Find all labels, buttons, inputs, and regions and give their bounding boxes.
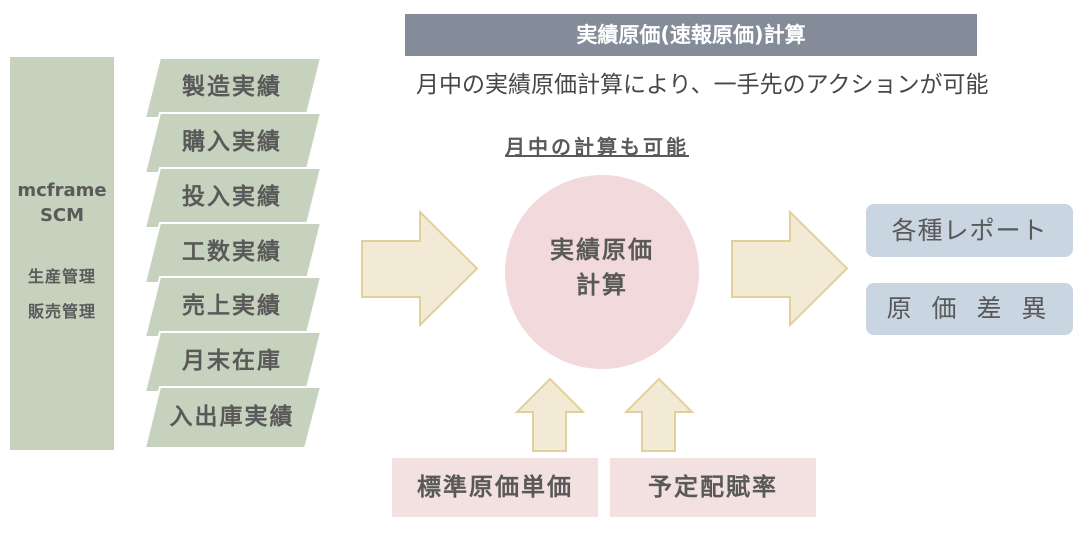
source-shape-6 xyxy=(143,386,323,449)
arrow-up-icon xyxy=(623,377,695,452)
output-box-reports: 各種レポート xyxy=(866,204,1073,257)
arrow-up-icon xyxy=(514,377,586,452)
input-box-standard-cost: 標準原価単価 xyxy=(392,458,598,517)
source-label: 入出庫実績 xyxy=(169,404,295,430)
monthly-calc-note: 月中の計算も可能 xyxy=(505,135,689,159)
system-panel: mcframe SCM 生産管理 販売管理 xyxy=(10,57,114,450)
source-label: 購入実績 xyxy=(182,129,282,155)
system-product: SCM xyxy=(39,205,85,226)
process-circle: 実績原価 計算 xyxy=(505,175,699,369)
source-parallelograms xyxy=(143,57,323,449)
source-label: 月末在庫 xyxy=(182,348,282,374)
system-name: mcframe xyxy=(17,180,107,201)
page-title: 実績原価(速報原価)計算 xyxy=(405,14,977,56)
process-label-line1: 実績原価 xyxy=(550,236,654,264)
input-box-allocation-rate: 予定配賦率 xyxy=(610,458,816,517)
source-label: 売上実績 xyxy=(182,293,282,319)
page-subtitle: 月中の実績原価計算により、一手先のアクションが可能 xyxy=(416,72,989,98)
process-label-line2: 計算 xyxy=(576,271,628,299)
source-label: 工数実績 xyxy=(182,239,282,265)
arrow-right-icon xyxy=(731,209,849,328)
system-module: 販売管理 xyxy=(27,302,96,321)
system-module: 生産管理 xyxy=(27,267,96,286)
source-label: 製造実績 xyxy=(182,74,282,100)
output-box-variance: 原 価 差 異 xyxy=(866,283,1073,335)
arrow-right-icon xyxy=(361,209,479,328)
source-label: 投入実績 xyxy=(182,184,282,210)
